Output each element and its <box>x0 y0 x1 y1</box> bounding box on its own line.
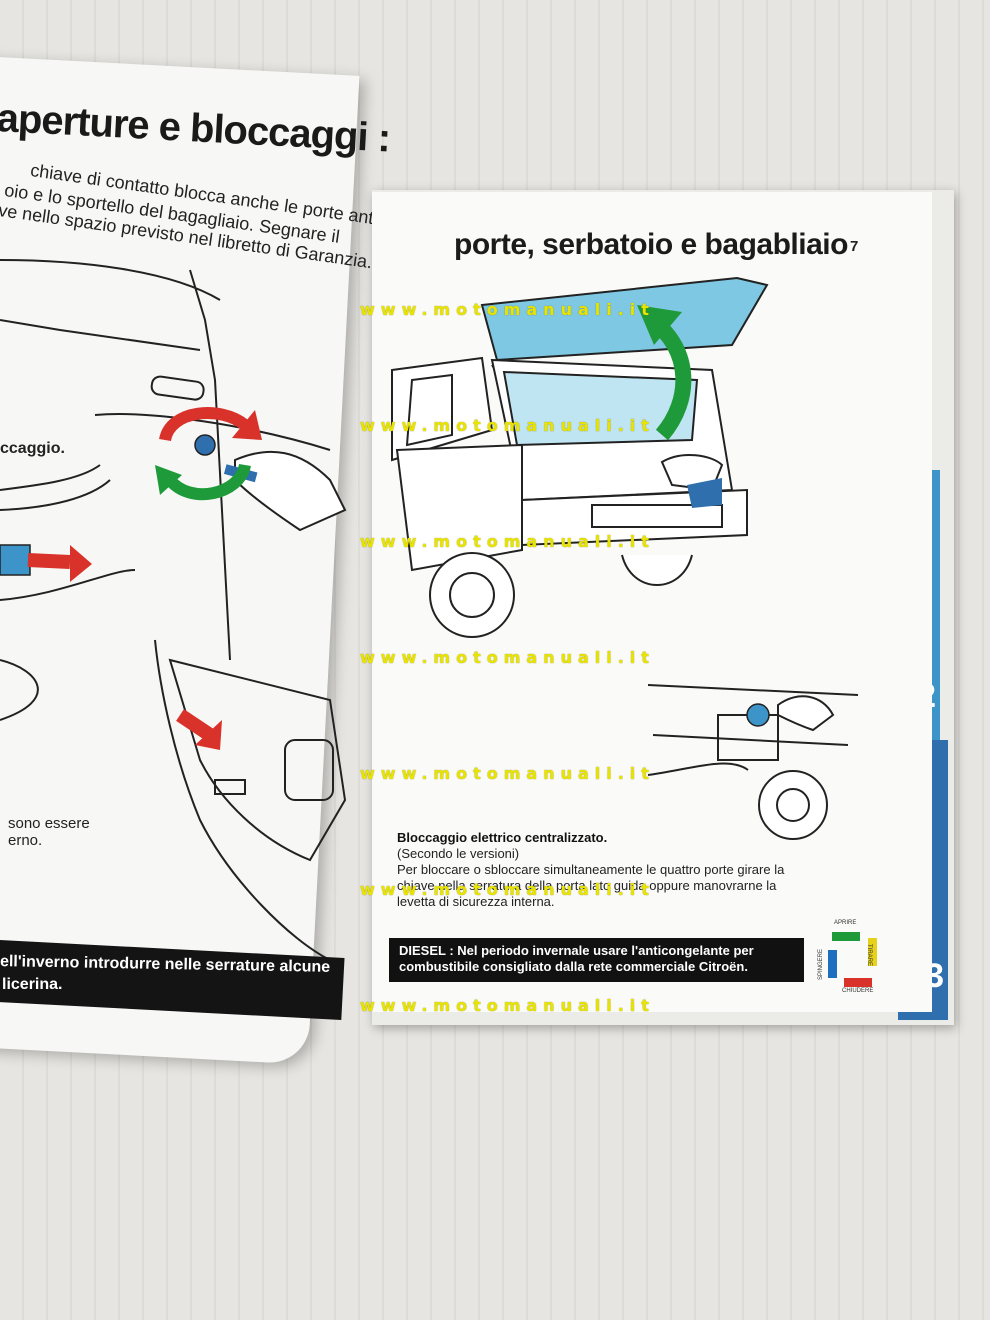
left-label-bloccaggio: ccaggio. <box>0 440 65 457</box>
watermark-6: www.motomanuali.it <box>360 880 655 899</box>
watermark-4: www.motomanuali.it <box>360 648 655 667</box>
diesel-note-box: DIESEL : Nel periodo invernale usare l'a… <box>389 938 804 982</box>
caption-title: Bloccaggio elettrico centralizzato. <box>397 830 608 845</box>
watermark-2: www.motomanuali.it <box>360 416 655 435</box>
legend-label-chiudere: CHIUDERE <box>842 988 874 994</box>
caption-line-1: (Secondo le versioni) <box>397 846 520 861</box>
legend-label-aprire: APRIRE <box>834 920 857 926</box>
legend-swatch-aprire <box>832 932 860 941</box>
watermark-1: www.motomanuali.it <box>360 300 655 319</box>
caption-line-3: chiave nella serratura della porta lato … <box>397 878 777 893</box>
left-bottom-line-2: licerina. <box>2 976 63 993</box>
watermark-7: www.motomanuali.it <box>360 996 655 1015</box>
diesel-note-line-1: DIESEL : Nel periodo invernale usare l'a… <box>399 943 754 958</box>
legend-label-tirare: TIRARE <box>866 944 872 967</box>
left-car-door-illustration <box>0 259 347 961</box>
fuel-cap-illustration <box>647 684 859 840</box>
action-color-legend: APRIRE TIRARE SPINGERE CHIUDERE <box>816 920 886 996</box>
watermark-3: www.motomanuali.it <box>360 532 655 551</box>
hatchback-car-illustration <box>391 276 769 638</box>
legend-swatch-tirare <box>868 938 877 966</box>
legend-label-spingere: SPINGERE <box>818 948 824 980</box>
right-page-title: porte, serbatoio e bagabliaio <box>454 228 848 261</box>
legend-swatch-spingere <box>828 950 837 978</box>
caption-line-4: levetta di sicurezza interna. <box>397 894 555 909</box>
page-number: 7 <box>850 238 859 255</box>
left-fragment-1: sono essere <box>8 815 90 832</box>
diesel-note-line-2: combustibile consigliato dalla rete comm… <box>399 959 748 974</box>
watermark-5: www.motomanuali.it <box>360 764 655 783</box>
left-fragment-2: erno. <box>8 832 43 849</box>
legend-swatch-chiudere <box>844 978 872 987</box>
caption-line-2: Per bloccare o sbloccare simultaneamente… <box>397 862 785 877</box>
